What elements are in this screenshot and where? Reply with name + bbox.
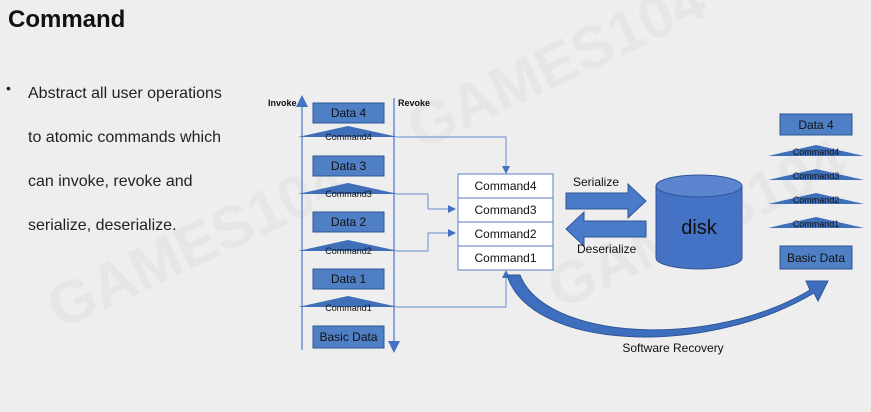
bullet-line-2: to atomic commands which — [28, 129, 221, 146]
command-connectors — [396, 136, 510, 308]
left-data-box — [312, 268, 385, 290]
left-basic-data-box — [312, 325, 385, 349]
left-command-label: Command2 — [325, 246, 372, 256]
left-command-label: Command4 — [325, 132, 372, 142]
queue-cell-label: Command3 — [474, 203, 536, 217]
revoke-label: Revoke — [398, 98, 430, 108]
command-queue: Command4 Command3 Command2 Command1 — [457, 173, 554, 271]
disk-cylinder: disk — [655, 174, 743, 270]
left-stack: Data 4 Command4 Data 3 Command3 Data 2 C… — [298, 102, 398, 349]
svg-text:GAMES104: GAMES104 — [37, 146, 356, 342]
recovery-label: Software Recovery — [622, 341, 723, 355]
left-data-label: Data 3 — [331, 159, 367, 173]
right-stack: Data 4 Command4 Command3 Command2 Comman… — [768, 113, 864, 270]
right-data-box — [779, 113, 853, 136]
right-basic-data-box — [779, 245, 853, 270]
serialize-arrow — [565, 182, 647, 220]
right-command-label: Command4 — [793, 147, 840, 157]
queue-cell — [457, 221, 554, 247]
right-command-triangle — [768, 145, 864, 156]
watermark: GAMES104 GAMES104 GAMES104 — [37, 0, 856, 342]
right-command-triangle — [768, 193, 864, 204]
left-command-triangle — [298, 126, 398, 137]
left-command-triangle — [298, 296, 398, 307]
deserialize-label: Deserialize — [577, 242, 637, 256]
left-command-label: Command3 — [325, 189, 372, 199]
bullet-marker: • — [6, 80, 11, 96]
right-basic-data-label: Basic Data — [787, 251, 845, 265]
left-data-box — [312, 211, 385, 233]
left-command-triangle — [298, 183, 398, 194]
svg-text:GAMES104: GAMES104 — [397, 0, 716, 162]
page-title: Command — [8, 6, 126, 33]
serialize-label: Serialize — [573, 175, 619, 189]
queue-cell — [457, 245, 554, 271]
left-command-triangle — [298, 240, 398, 251]
left-data-box — [312, 102, 385, 124]
queue-cell-label: Command4 — [474, 179, 536, 193]
disk-label: disk — [681, 217, 718, 239]
recovery-arrow — [506, 274, 829, 338]
left-command-label: Command1 — [325, 303, 372, 313]
left-data-box — [312, 155, 385, 177]
deserialize-arrow — [565, 210, 647, 248]
right-command-triangle — [768, 217, 864, 228]
bullet-line-4: serialize, deserialize. — [28, 217, 177, 234]
bullet-text: Abstract all user operations to atomic c… — [28, 72, 268, 248]
right-data-label: Data 4 — [798, 118, 834, 132]
bullet-line-1: Abstract all user operations — [28, 85, 222, 102]
left-data-label: Data 1 — [331, 272, 367, 286]
invoke-label: Invoke — [268, 98, 297, 108]
right-command-label: Command1 — [793, 219, 840, 229]
left-basic-data-label: Basic Data — [319, 330, 377, 344]
left-data-label: Data 2 — [331, 215, 367, 229]
queue-cell-label: Command2 — [474, 227, 536, 241]
right-command-label: Command2 — [793, 195, 840, 205]
queue-cell — [457, 173, 554, 199]
queue-cell-label: Command1 — [474, 251, 536, 265]
left-data-label: Data 4 — [331, 106, 367, 120]
right-command-label: Command3 — [793, 171, 840, 181]
right-command-triangle — [768, 169, 864, 180]
bullet-line-3: can invoke, revoke and — [28, 173, 193, 190]
